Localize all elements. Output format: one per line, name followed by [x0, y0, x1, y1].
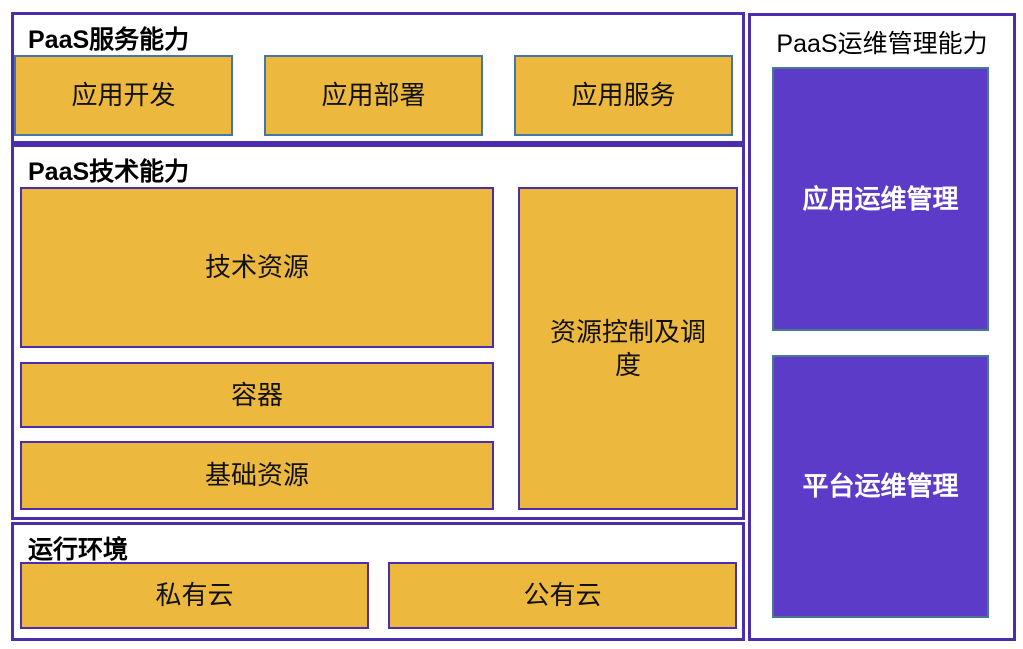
block-container: 容器: [20, 362, 494, 428]
block-basic-resources: 基础资源: [20, 441, 494, 510]
section-runtime-environment: 运行环境 私有云 公有云: [11, 522, 745, 641]
block-app-deployment: 应用部署: [264, 55, 483, 136]
block-private-cloud: 私有云: [20, 562, 369, 629]
section-title-paas-tech: PaaS技术能力: [28, 158, 190, 186]
section-title-runtime: 运行环境: [28, 536, 129, 564]
block-resource-control-scheduling: 资源控制及调度: [518, 187, 738, 510]
block-public-cloud: 公有云: [388, 562, 737, 629]
block-platform-ops-management: 平台运维管理: [772, 355, 989, 618]
block-app-development: 应用开发: [14, 55, 233, 136]
section-paas-technical-capability: PaaS技术能力 技术资源 容器 基础资源 资源控制及调度: [11, 144, 745, 520]
service-boxes-row: 应用开发 应用部署 应用服务: [14, 55, 733, 136]
section-paas-ops-management: PaaS运维管理能力 应用运维管理 平台运维管理: [748, 13, 1016, 641]
block-app-ops-management: 应用运维管理: [772, 67, 989, 331]
block-app-service: 应用服务: [514, 55, 733, 136]
section-title-ops-management: PaaS运维管理能力: [776, 30, 988, 58]
section-paas-service-capability: PaaS服务能力 应用开发 应用部署 应用服务: [11, 12, 745, 144]
block-technical-resources: 技术资源: [20, 187, 494, 348]
section-title-paas-service: PaaS服务能力: [28, 26, 190, 54]
